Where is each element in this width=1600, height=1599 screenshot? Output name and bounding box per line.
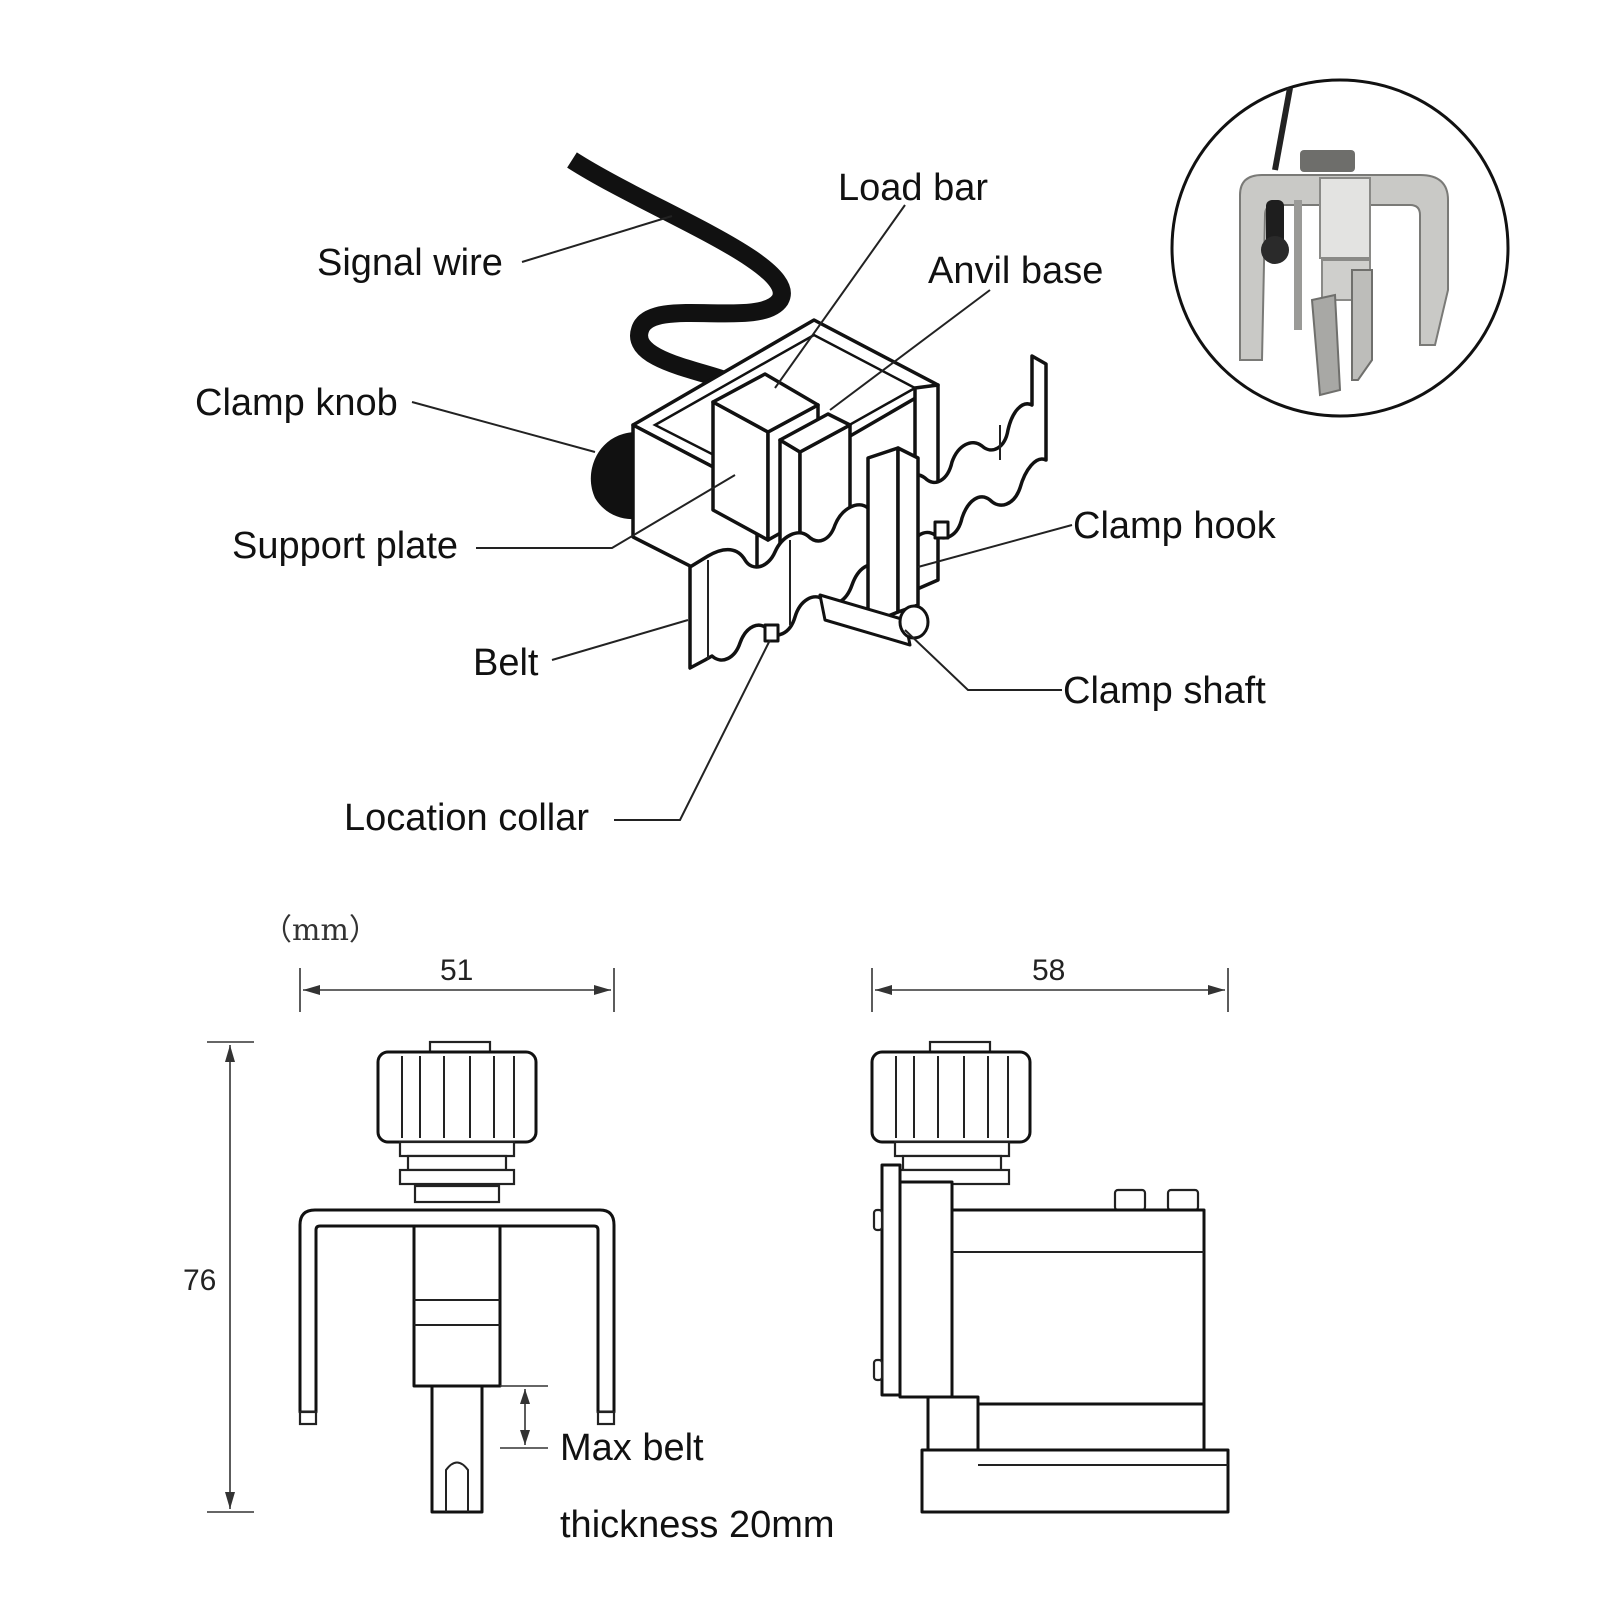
product-photo-inset [1170, 78, 1510, 418]
max-belt-label-line2: thickness 20mm [560, 1504, 835, 1546]
clamp-shaft-label: Clamp shaft [1063, 670, 1266, 712]
front-width-dimension: 51 [440, 954, 473, 987]
height-dimension: 76 [183, 1264, 216, 1297]
clamp-hook-label: Clamp hook [1073, 505, 1277, 547]
anvil-base-label: Anvil base [928, 250, 1103, 292]
clamp-knob-shape [590, 431, 640, 520]
clamp-shaft-shape [818, 593, 912, 647]
location-collar-label: Location collar [344, 797, 589, 839]
side-view: 58 [870, 954, 1230, 1514]
signal-wire-label: Signal wire [317, 242, 503, 284]
clamp-shaft-end [898, 604, 930, 640]
clamp-hook-front [866, 446, 900, 626]
load-bar-label: Load bar [838, 167, 988, 209]
location-collar-right [933, 520, 950, 540]
unit-label: （mm） [262, 913, 379, 948]
clamp-knob-label: Clamp knob [195, 382, 398, 424]
belt-label: Belt [473, 642, 539, 684]
location-collar-left [763, 623, 780, 643]
signal-wire-cable [567, 152, 791, 391]
front-view: 51 76 Max [183, 954, 835, 1546]
side-width-dimension: 58 [1032, 954, 1065, 987]
leader-lines [411, 204, 1073, 821]
support-plate-label: Support plate [232, 525, 458, 567]
max-belt-label-line1: Max belt [560, 1427, 704, 1469]
load-bar-top [711, 372, 820, 434]
anvil-base-top [778, 412, 852, 454]
isometric-assembly [567, 152, 1048, 670]
clamp-hook-side [896, 446, 920, 614]
